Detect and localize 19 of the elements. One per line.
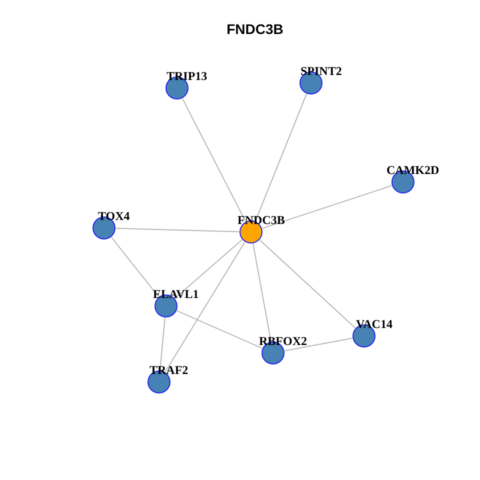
- node-label: RBFOX2: [259, 335, 307, 348]
- edge-line: [116, 228, 240, 232]
- node-label: SPINT2: [300, 65, 342, 78]
- edge-line: [262, 185, 392, 229]
- edge-line: [182, 98, 246, 222]
- edge-line: [164, 242, 246, 372]
- edge-line: [259, 240, 356, 328]
- edge-line: [111, 236, 159, 298]
- node-label: FNDC3B: [238, 214, 285, 227]
- edge-line: [174, 239, 242, 299]
- node-label: TRIP13: [166, 70, 208, 83]
- node-label: TRAF2: [150, 364, 188, 377]
- node-label: TOX4: [98, 210, 130, 223]
- node-label: ELAVL1: [153, 288, 199, 301]
- edge-line: [284, 338, 353, 352]
- node-label: CAMK2D: [386, 164, 440, 177]
- diagram-title: FNDC3B: [226, 21, 284, 37]
- edge-line: [176, 310, 262, 349]
- node-label: VAC14: [356, 318, 392, 331]
